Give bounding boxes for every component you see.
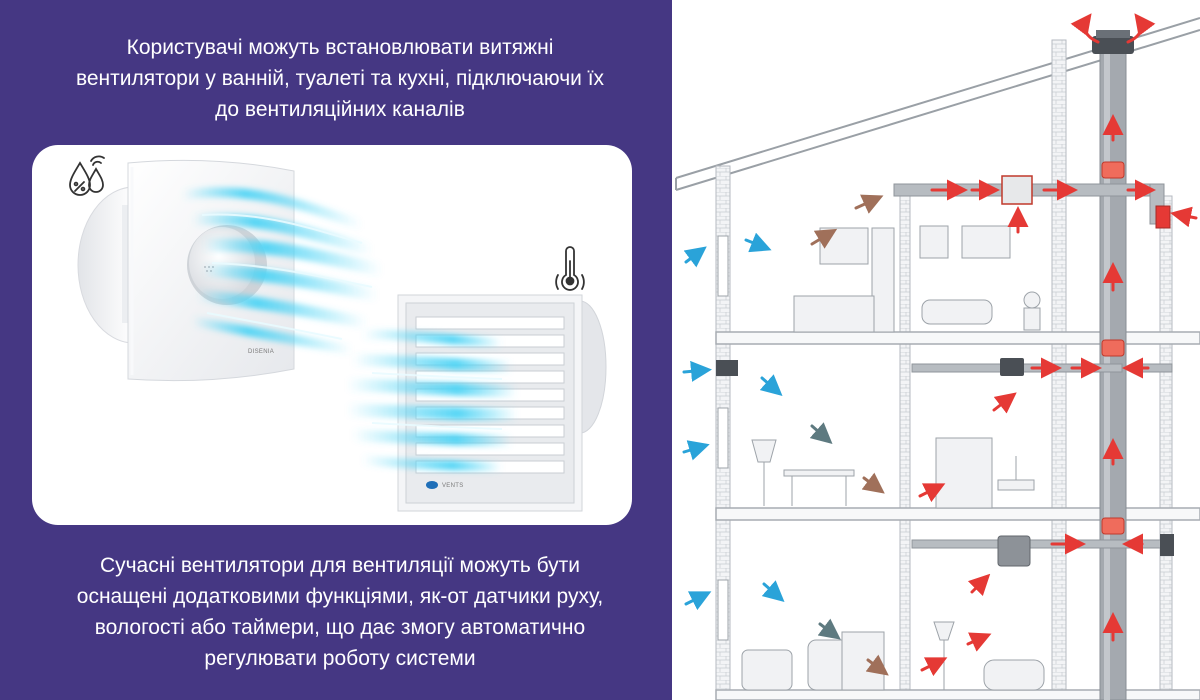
- grille-brand: VENTS: [442, 483, 464, 489]
- features-line: вологості або таймери, що дає змогу авто…: [94, 616, 586, 639]
- right-wall: [1159, 195, 1173, 700]
- features-line: Сучасні вентилятори для вентиляції можут…: [99, 554, 581, 577]
- features-line: регулювати роботу системи: [204, 647, 476, 670]
- left-wall-windows: [717, 235, 729, 641]
- exhaust-arrow-icon: [918, 114, 1198, 677]
- product-illustration: DISENIA: [69, 155, 607, 512]
- house-section-svg: [675, 13, 1200, 700]
- indoor-air-arrows: [810, 194, 889, 676]
- roof-deflector-icon: [1070, 13, 1156, 44]
- duct-red-joints: [1101, 161, 1125, 535]
- humidity-drops-icon: [69, 155, 105, 196]
- intro-line: Користувачі можуть встановлювати витяжні: [126, 36, 554, 59]
- intro-line: вентилятори у ванній, туалеті та кухні, …: [75, 67, 605, 90]
- ground-floor-furniture: [741, 621, 1045, 691]
- fan-brand: DISENIA: [248, 349, 274, 355]
- ventilation-grille-fan: VENTS: [397, 294, 607, 512]
- features-caption: Сучасні вентилятори для вентиляції можут…: [20, 550, 660, 674]
- floor-slabs: [715, 331, 1200, 700]
- kitchen-furniture: [793, 225, 1041, 333]
- fresh-air-arrow-icon: [682, 232, 785, 611]
- left-info-panel: Користувачі можуть встановлювати витяжні…: [0, 0, 672, 700]
- inner-wall: [899, 195, 911, 700]
- features-line: оснащені додатковими функціями, як-от да…: [76, 585, 604, 608]
- thermometer-icon: [555, 246, 585, 291]
- house-ventilation-diagram: [672, 0, 1200, 700]
- fan-airflow-glow: [181, 187, 384, 355]
- grille-airflow-lines: [371, 372, 503, 430]
- grille-airflow-glow: [346, 329, 518, 472]
- living-room-furniture: [751, 437, 1035, 509]
- intro-caption: Користувачі можуть встановлювати витяжні…: [20, 32, 660, 125]
- still-air-arrows: [809, 422, 841, 640]
- main-vertical-duct: [1092, 30, 1134, 700]
- fan-airflow-lines: [201, 213, 373, 340]
- intro-line: до вентиляційних каналів: [215, 98, 465, 121]
- product-card: DISENIA: [32, 145, 632, 525]
